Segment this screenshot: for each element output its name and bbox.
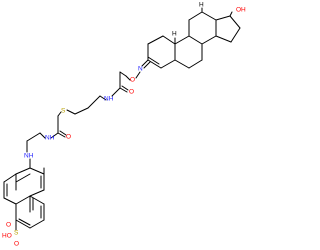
atom-label-amide1-nh: NH — [104, 96, 114, 103]
atom-label-thioether-s: S — [61, 108, 66, 115]
bond — [15, 173, 31, 183]
atom-label-amine-nh: NH — [24, 153, 34, 160]
bond — [15, 219, 31, 229]
atom-label-sulfo-o2: O — [14, 241, 19, 248]
atom-label-amide2-o: O — [66, 134, 71, 141]
bond — [174, 35, 190, 45]
bond — [29, 219, 45, 229]
bond — [141, 59, 149, 67]
bond — [59, 130, 67, 136]
bond — [3, 173, 17, 183]
bond — [57, 111, 62, 117]
bond — [215, 35, 232, 43]
bond — [119, 71, 127, 77]
bond — [162, 35, 176, 45]
bond — [50, 132, 59, 139]
bond — [74, 107, 89, 115]
bond — [3, 197, 17, 205]
bond — [201, 35, 217, 45]
atom-label-sulfo-o1: O — [6, 222, 11, 229]
bond — [147, 35, 164, 45]
atom-label-methyl-h2: H — [199, 2, 204, 9]
atom-label-oxime-n: N — [138, 66, 143, 73]
bond — [229, 15, 241, 29]
bond — [229, 11, 233, 17]
bond — [174, 59, 190, 69]
bond — [147, 59, 162, 69]
bond — [57, 132, 66, 138]
bond — [66, 109, 76, 115]
bond — [39, 132, 46, 139]
atom-label-methyl-h1: H — [172, 31, 177, 38]
bond — [160, 59, 176, 69]
bond — [188, 11, 203, 21]
atom-label-amide2-nh: NH — [45, 135, 55, 142]
bonds — [3, 7, 241, 231]
bond — [15, 167, 31, 175]
bond — [125, 75, 131, 81]
bond — [29, 189, 45, 197]
bond — [87, 95, 101, 109]
bond — [201, 11, 217, 21]
bond — [188, 59, 203, 69]
chemical-structure: OH H H N O O NH S O NH NH S O O HO — [2, 2, 246, 248]
bond — [135, 71, 141, 79]
bond — [143, 61, 151, 69]
bond — [230, 27, 241, 43]
atom-labels: OH H H N O O NH S O NH NH S O O HO — [2, 2, 246, 248]
bond — [215, 15, 231, 21]
bond — [111, 87, 121, 97]
bond — [29, 167, 45, 175]
atom-label-oxime-o: O — [130, 77, 135, 84]
bond — [18, 218, 31, 226]
atom-label-sulfo-s: S — [14, 230, 19, 237]
bond — [119, 87, 128, 93]
bond — [121, 85, 129, 91]
atom-label-sulfo-ho: HO — [2, 233, 12, 240]
bond — [29, 195, 45, 205]
bond — [26, 132, 41, 142]
atom-label-oh: OH — [236, 7, 246, 14]
bond — [15, 195, 31, 205]
bond — [99, 95, 107, 101]
bond — [188, 35, 203, 45]
atom-label-amide1-o: O — [129, 89, 134, 96]
bond — [147, 56, 160, 65]
